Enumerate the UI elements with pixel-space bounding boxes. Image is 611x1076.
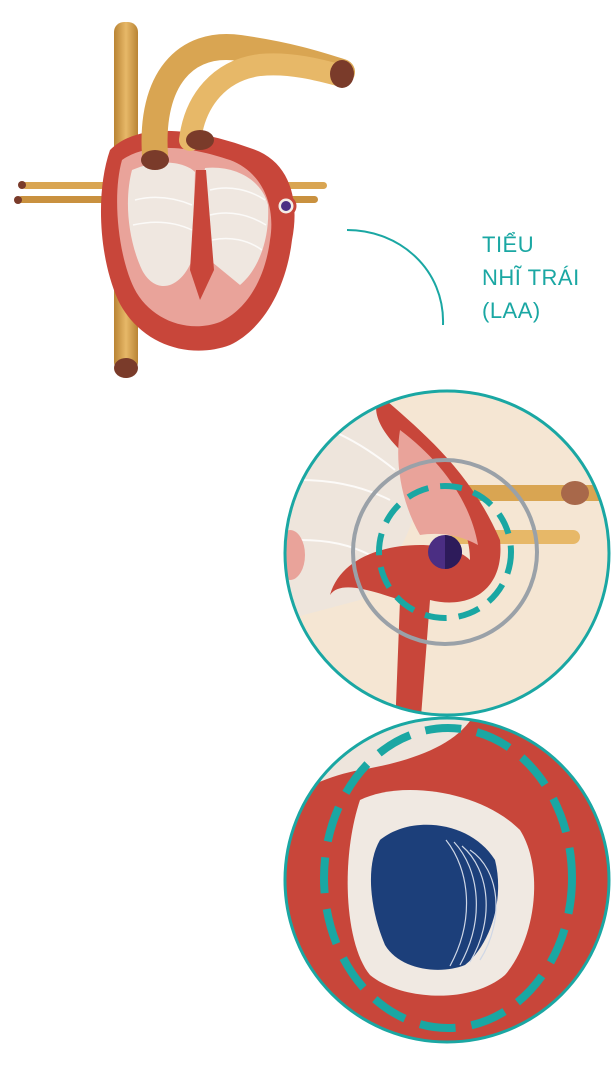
laa-label: TIỂU NHĨ TRÁI (LAA) <box>482 228 602 327</box>
laa-zoom-circle <box>275 380 610 730</box>
callout-arc <box>347 230 443 325</box>
heart-body <box>101 131 295 351</box>
label-line-3: (LAA) <box>482 294 602 327</box>
label-line-1: TIỂU <box>482 228 602 261</box>
occluder-device-circle <box>285 700 611 1060</box>
label-line-2: NHĨ TRÁI <box>482 261 602 294</box>
